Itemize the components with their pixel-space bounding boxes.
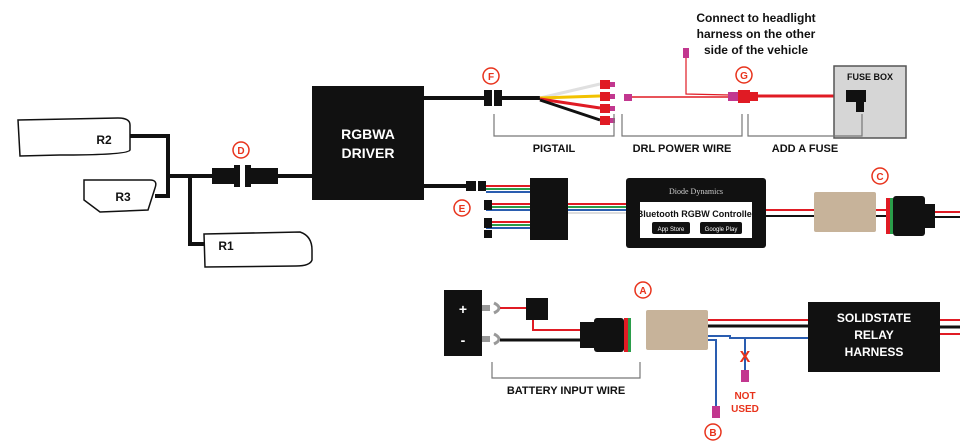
svg-text:E: E: [459, 204, 466, 215]
headlight-note: Connect to headlight harness on the othe…: [696, 11, 815, 57]
fuse-box-label: FUSE BOX: [847, 72, 893, 82]
note-line-1: Connect to headlight: [696, 11, 815, 25]
relay-harness: SOLIDSTATE RELAY HARNESS: [808, 302, 940, 372]
callout-f: F: [482, 67, 500, 85]
note-line-3: side of the vehicle: [704, 43, 808, 57]
controller-to-c: [766, 192, 960, 236]
light-pod-r1: R1: [203, 231, 313, 268]
battery-minus: -: [461, 332, 466, 348]
battery-input-wire: [500, 298, 708, 352]
relay-label-3: HARNESS: [845, 345, 904, 359]
light-label-r3: R3: [115, 190, 131, 204]
callout-g: G: [735, 66, 753, 84]
battery-bracket: [491, 362, 641, 379]
callout-e: E: [453, 199, 471, 217]
pigtail-label: PIGTAIL: [533, 143, 576, 155]
rgb-wires-e: [424, 178, 628, 240]
google-play-badge: Google Play: [705, 227, 738, 233]
app-store-badge: App Store: [658, 227, 685, 233]
svg-text:D: D: [237, 146, 244, 157]
battery: + -: [444, 290, 501, 356]
driver-label-line2: DRIVER: [342, 145, 395, 161]
relay-wires: [708, 319, 960, 418]
rgbwa-driver: RGBWA DRIVER: [312, 86, 424, 200]
driver-label-line1: RGBWA: [341, 126, 395, 142]
top-brackets: [493, 114, 863, 137]
relay-label-1: SOLIDSTATE: [837, 311, 911, 325]
controller-brand: Diode Dynamics: [669, 187, 723, 196]
svg-text:B: B: [709, 428, 716, 439]
connector-d: [212, 165, 312, 187]
svg-text:F: F: [488, 72, 494, 83]
light-label-r2: R2: [96, 133, 112, 147]
note-line-2: harness on the other: [697, 27, 816, 41]
light-pod-r2: R2: [17, 117, 131, 157]
battery-plus: +: [459, 301, 467, 317]
not-used-label-1: NOT: [734, 391, 755, 402]
bluetooth-controller: Diode Dynamics Bluetooth RGBW Controller…: [626, 178, 766, 248]
svg-text:G: G: [740, 71, 748, 82]
battery-label: BATTERY INPUT WIRE: [507, 385, 625, 397]
svg-text:A: A: [639, 286, 646, 297]
not-used-label-2: USED: [731, 404, 759, 415]
pigtail-wire: [424, 80, 615, 125]
light-label-r1: R1: [218, 239, 234, 253]
callout-b: B: [704, 423, 722, 441]
drl-label: DRL POWER WIRE: [633, 143, 732, 155]
add-fuse-label: ADD A FUSE: [772, 143, 838, 155]
drl-power-wire: [624, 48, 846, 103]
callout-a: A: [634, 281, 652, 299]
callout-c: C: [871, 167, 889, 185]
controller-title: Bluetooth RGBW Controller: [637, 209, 756, 219]
relay-label-2: RELAY: [854, 328, 894, 342]
callout-d: D: [232, 141, 250, 159]
light-harness-wires: [130, 134, 212, 246]
x-mark: X: [740, 349, 751, 366]
svg-text:C: C: [876, 172, 883, 183]
fuse-box: FUSE BOX: [833, 65, 907, 139]
light-pod-r3: R3: [83, 179, 157, 213]
